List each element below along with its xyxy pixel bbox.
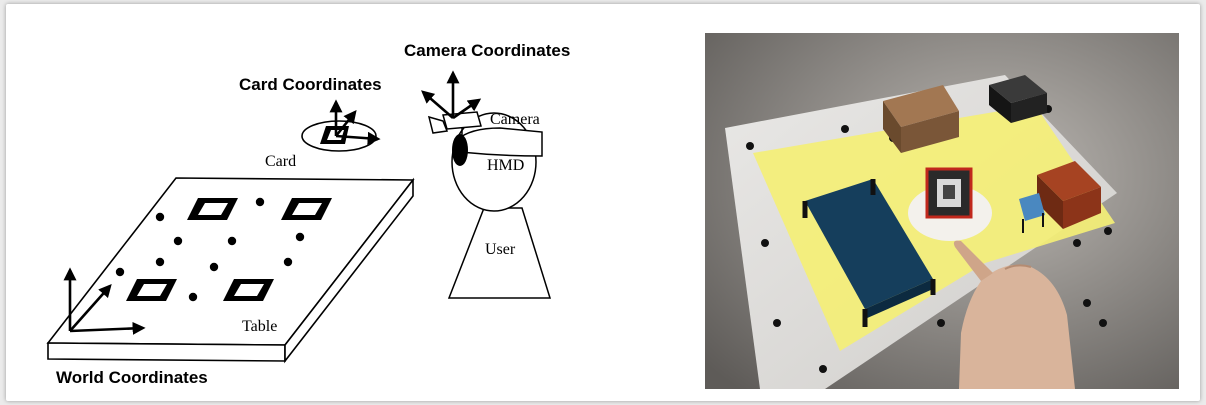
ar-scene-illustration [705, 33, 1179, 389]
coordinate-systems-diagram: Camera Coordinates Card Coordinates Worl… [0, 0, 700, 405]
card-label: Card [265, 153, 296, 170]
table-label: Table [242, 318, 277, 335]
camera-coordinates-label: Camera Coordinates [404, 41, 570, 60]
card-coordinates-label: Card Coordinates [239, 75, 382, 94]
hmd-label: HMD [487, 157, 524, 174]
ar-scene-photo [705, 33, 1179, 389]
camera-label: Camera [490, 111, 540, 128]
virtual-card-object [927, 169, 971, 217]
card-object [302, 102, 378, 151]
user-figure [449, 113, 550, 298]
user-label: User [485, 241, 516, 258]
world-coordinates-label: World Coordinates [56, 368, 208, 387]
